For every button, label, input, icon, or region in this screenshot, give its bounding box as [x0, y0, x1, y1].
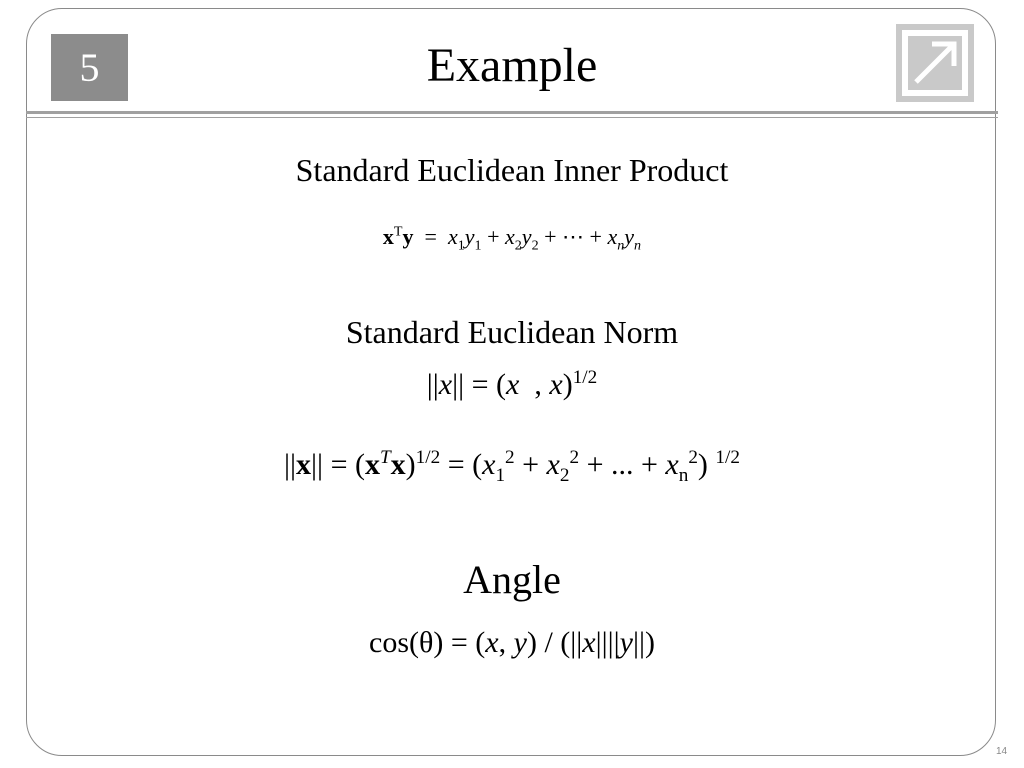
slide-frame	[26, 8, 996, 756]
slide-number: 5	[79, 45, 100, 90]
norm-formula-expanded: ||x|| = (xTx)1/2 = (x12 + x22 + ... + xn…	[284, 447, 740, 486]
slide-number-badge: 5	[51, 34, 128, 101]
angle-formula: cos(θ) = (x, y) / (||x||||y||)	[369, 626, 655, 659]
expand-arrow-icon[interactable]	[896, 24, 974, 102]
norm-heading: Standard Euclidean Norm	[345, 314, 679, 350]
inner-product-formula: xTy = x1y1 + x2y2 + ⋯ + xnyn	[382, 223, 642, 254]
page-number: 14	[996, 746, 1008, 757]
inner-product-heading: Standard Euclidean Inner Product	[295, 152, 729, 188]
angle-heading: Angle	[463, 557, 561, 602]
norm-formula-inner-product: ||x|| = (x , x)1/2	[426, 367, 598, 401]
title-rule-thin	[26, 117, 998, 118]
title-rule-thick	[26, 111, 998, 114]
slide-title: Example	[426, 39, 598, 92]
